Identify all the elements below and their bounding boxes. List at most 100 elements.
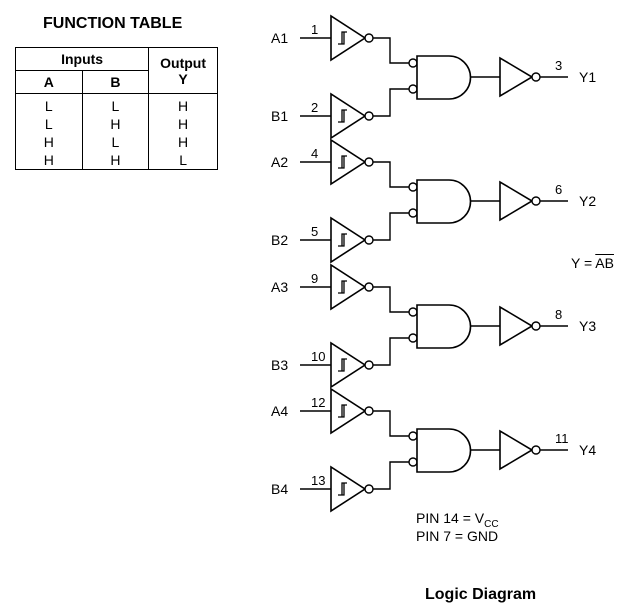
gate4-b-schmitt-buffer — [330, 465, 367, 513]
gate1-input-b-label: B1 — [271, 108, 288, 124]
gate2-and-gate — [416, 179, 472, 224]
table-cell: H — [148, 93, 218, 115]
gate4-a-hysteresis-symbol — [338, 404, 347, 418]
gate4-b-hysteresis-symbol — [338, 482, 347, 496]
gate2-a-schmitt-buffer — [330, 138, 367, 186]
gate2-and-input-bubble — [408, 208, 418, 218]
gate2-input-b-pin-number: 5 — [311, 224, 318, 239]
gate2-b-hysteresis-symbol — [338, 233, 347, 247]
gate1-output-bubble — [531, 72, 541, 82]
table-row: H H L — [15, 151, 218, 170]
gate2-b-route-wire — [373, 212, 409, 241]
gnd-pin-note: PIN 7 = GND — [416, 528, 499, 544]
logic-diagram-title: Logic Diagram — [425, 586, 537, 603]
gate1-output-label: Y1 — [579, 69, 596, 85]
vcc-pin-label: PIN 14 = V — [416, 510, 485, 526]
gate2-a-inverting-bubble — [364, 157, 374, 167]
gate3-and-input-bubble — [408, 333, 418, 343]
gate2-and-input-bubble — [408, 182, 418, 192]
gate4-output-buffer — [499, 429, 534, 471]
gate4-b-route-wire — [373, 461, 409, 490]
gate3-b-route-wire — [373, 337, 409, 366]
vcc-pin-note: PIN 14 = VCC — [416, 510, 499, 530]
gate3-a-inverting-bubble — [364, 282, 374, 292]
gate1-input-a-pin-number: 1 — [311, 22, 318, 37]
gate2-a-route-wire — [373, 161, 409, 188]
gate4-and-input-bubble — [408, 431, 418, 441]
gate3-a-hysteresis-symbol — [338, 280, 347, 294]
gate4-input-a-pin-number: 12 — [311, 395, 325, 410]
gate2-input-b-label: B2 — [271, 232, 288, 248]
gate2-input-a-pin-number: 4 — [311, 146, 318, 161]
gate4-and-gate — [416, 428, 472, 473]
gate1-input-a-label: A1 — [271, 30, 288, 46]
gate3-b-inverting-bubble — [364, 360, 374, 370]
vcc-subscript: CC — [484, 518, 499, 530]
gate3-and-gate — [416, 304, 472, 349]
gate3-input-a-pin-number: 9 — [311, 271, 318, 286]
gate4-and-input-bubble — [408, 457, 418, 467]
gate3-output-pin-number: 8 — [555, 307, 562, 322]
gate1-input-b-pin-number: 2 — [311, 100, 318, 115]
gate2-a-hysteresis-symbol — [338, 155, 347, 169]
inputs-header: Inputs — [14, 47, 150, 71]
gate3-b-schmitt-buffer — [330, 341, 367, 389]
equation-prefix: Y = — [571, 255, 596, 271]
gate3-input-a-label: A3 — [271, 279, 288, 295]
column-a-header: A — [15, 70, 83, 94]
output-equation: Y = AB — [571, 255, 614, 271]
gate4-output-bubble — [531, 445, 541, 455]
gate4-a-route-wire — [373, 410, 409, 437]
gate3-output-buffer — [499, 305, 534, 347]
gate3-b-hysteresis-symbol — [338, 358, 347, 372]
gate4-output-label: Y4 — [579, 442, 596, 458]
gate1-a-hysteresis-symbol — [338, 31, 347, 45]
gate4-a-inverting-bubble — [364, 406, 374, 416]
function-table-title: FUNCTION TABLE — [43, 15, 183, 32]
gate1-and-input-bubble — [408, 84, 418, 94]
gate4-b-inverting-bubble — [364, 484, 374, 494]
gate2-output-label: Y2 — [579, 193, 596, 209]
gate3-input-b-label: B3 — [271, 357, 288, 373]
gate1-b-schmitt-buffer — [330, 92, 367, 140]
gate1-output-buffer — [499, 56, 534, 98]
gate3-a-schmitt-buffer — [330, 263, 367, 311]
gate3-output-bubble — [531, 321, 541, 331]
gate1-and-input-bubble — [408, 58, 418, 68]
gate2-input-a-label: A2 — [271, 154, 288, 170]
gate3-and-input-bubble — [408, 307, 418, 317]
column-b-header: B — [81, 70, 150, 94]
table-cell: H — [148, 115, 218, 133]
gate4-input-b-label: B4 — [271, 481, 288, 497]
table-row: L H H — [15, 115, 218, 133]
gate1-a-schmitt-buffer — [330, 14, 367, 62]
gate2-output-pin-number: 6 — [555, 182, 562, 197]
gate1-output-pin-number: 3 — [555, 58, 562, 73]
table-cell: H — [148, 133, 218, 151]
gate3-output-label: Y3 — [579, 318, 596, 334]
gate4-output-pin-number: 11 — [555, 431, 569, 446]
output-header-label: Output — [160, 54, 207, 71]
output-header: Output Y — [148, 47, 218, 94]
gate3-a-route-wire — [373, 286, 409, 313]
gate1-b-hysteresis-symbol — [338, 109, 347, 123]
table-cell: L — [148, 151, 218, 170]
gate1-b-inverting-bubble — [364, 111, 374, 121]
gate4-a-schmitt-buffer — [330, 387, 367, 435]
table-row: H L H — [15, 133, 218, 151]
gate1-and-gate — [416, 55, 472, 100]
gate3-input-b-pin-number: 10 — [311, 349, 325, 364]
function-table: Inputs Output Y A B L L H L H H H L H H — [14, 47, 218, 170]
column-y-header: Y — [178, 70, 188, 87]
gate2-output-buffer — [499, 180, 534, 222]
gate4-input-a-label: A4 — [271, 403, 288, 419]
gate1-a-route-wire — [373, 37, 409, 64]
gate2-b-schmitt-buffer — [330, 216, 367, 264]
equation-overlined-term: AB — [595, 255, 614, 271]
gate4-input-b-pin-number: 13 — [311, 473, 325, 488]
gate1-b-route-wire — [373, 88, 409, 117]
gate2-output-bubble — [531, 196, 541, 206]
table-row: L L H — [15, 93, 218, 115]
gate1-a-inverting-bubble — [364, 33, 374, 43]
